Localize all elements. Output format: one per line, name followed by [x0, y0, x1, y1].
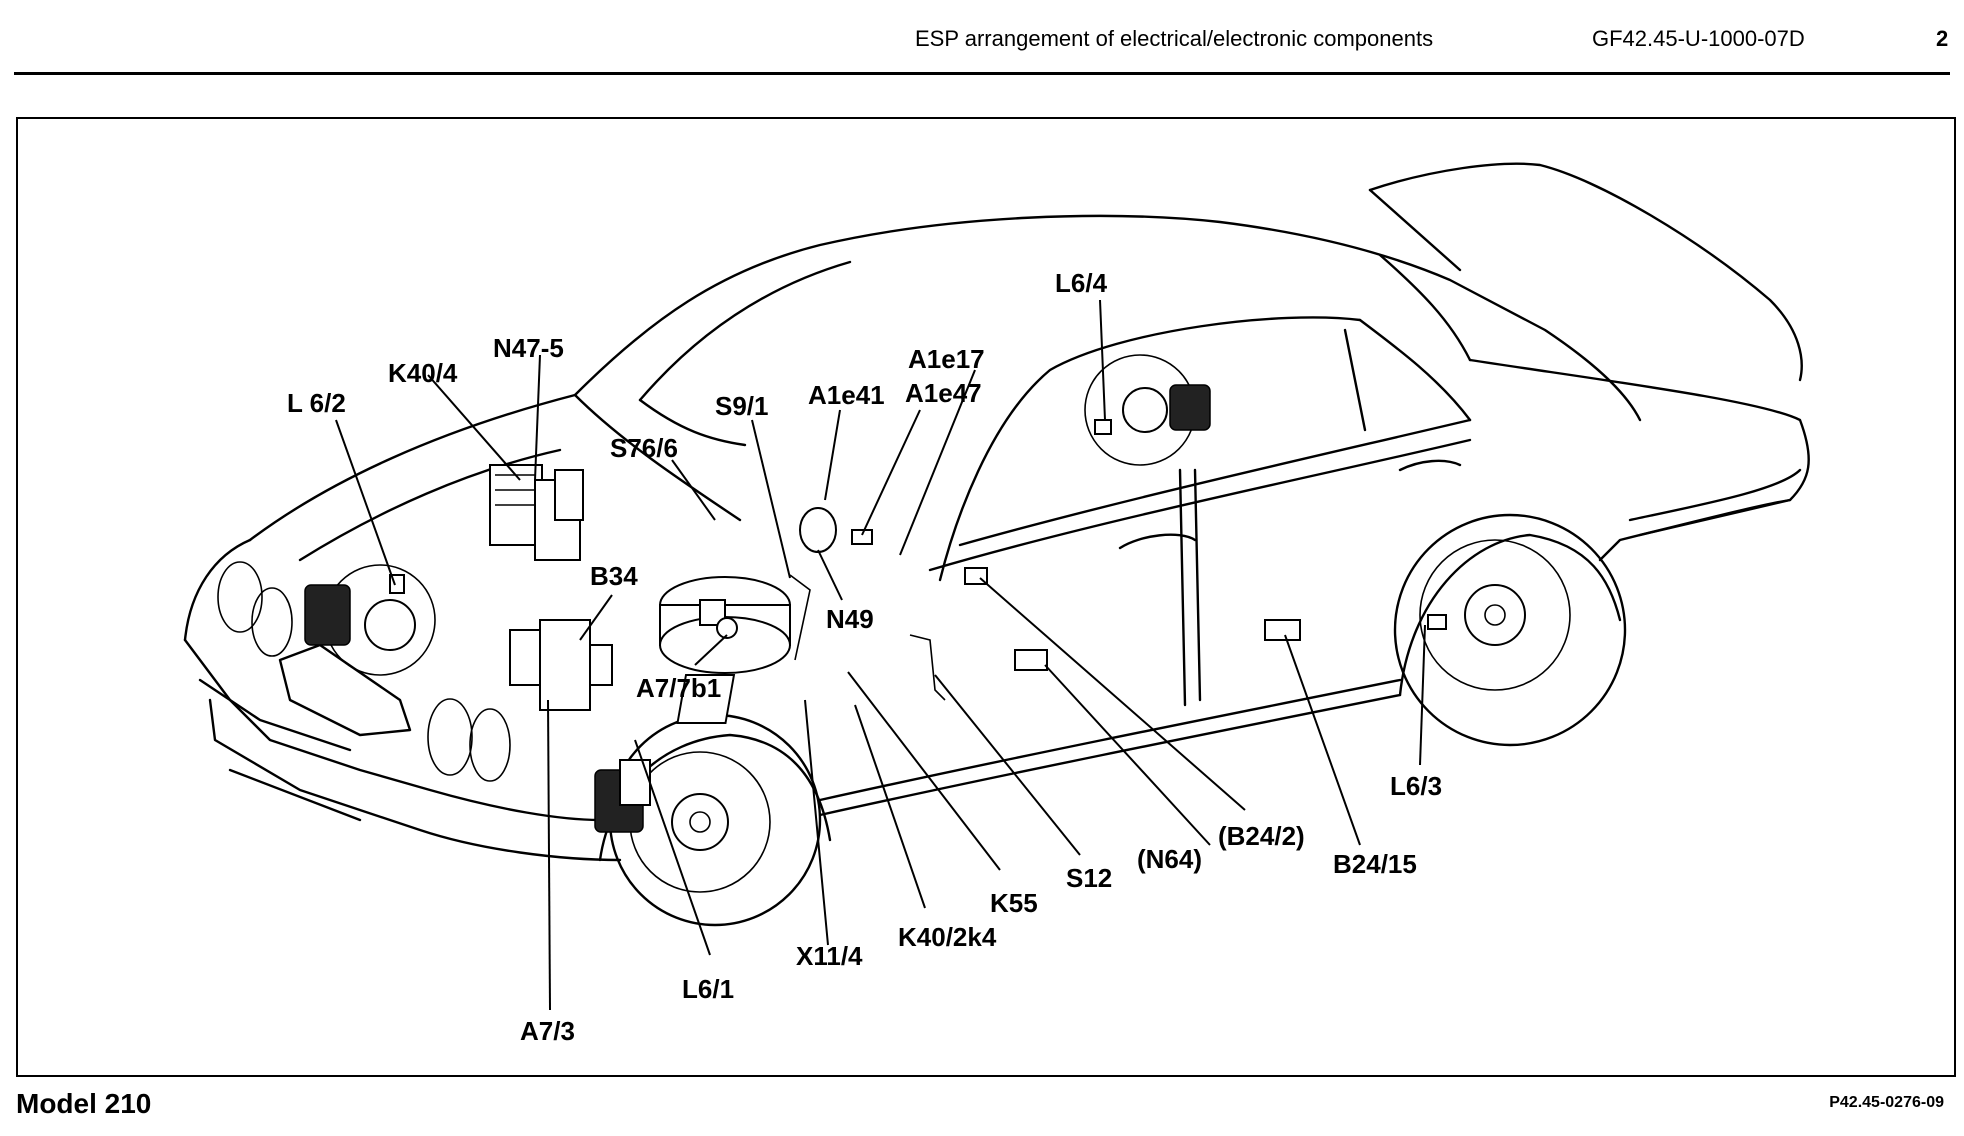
header-title: ESP arrangement of electrical/electronic… — [915, 26, 1434, 51]
hydraulic-unit — [509, 619, 613, 711]
rear-wheel-brake — [1393, 513, 1627, 747]
label-s76-6: S76/6 — [610, 433, 678, 463]
label-a1e17: A1e17 — [908, 344, 985, 374]
header-page-number: 2 — [1936, 26, 1949, 51]
label-s9-1: S9/1 — [715, 391, 769, 421]
label-s12: S12 — [1066, 863, 1112, 893]
leader-lines — [335, 299, 1426, 1011]
label-l6-4: L6/4 — [1055, 268, 1108, 298]
header-doc-number: GF42.45-U-1000-07D — [1592, 26, 1805, 51]
label-a7-3: A7/3 — [520, 1016, 575, 1046]
label-k40-4: K40/4 — [388, 358, 458, 388]
diagram-frame — [16, 117, 1956, 1077]
label-a1e41: A1e41 — [808, 380, 885, 410]
left-front-brake-disc — [304, 564, 436, 676]
label-k55: K55 — [990, 888, 1038, 918]
footer-model: Model 210 — [16, 1088, 152, 1119]
label-b34: B34 — [590, 561, 638, 591]
header-rule — [14, 72, 1950, 75]
relay-fuse-box — [489, 464, 584, 561]
label-l6-2: L 6/2 — [287, 388, 346, 418]
label-l6-1: L6/1 — [682, 974, 734, 1004]
rear-right-brake-disc — [1084, 354, 1211, 466]
label-a1e47: A1e47 — [905, 378, 982, 408]
label-k40-2k4: K40/2k4 — [898, 922, 997, 952]
label-n49: N49 — [826, 604, 874, 634]
footer-figure-id: P42.45-0276-09 — [1829, 1094, 1944, 1111]
label-b24-15: B24/15 — [1333, 849, 1417, 879]
label-n47-5: N47-5 — [493, 333, 564, 363]
control-unit-k40 — [676, 674, 736, 724]
label-n64: (N64) — [1137, 844, 1202, 874]
front-wheel-brake — [594, 713, 822, 927]
label-x11-4: X11/4 — [796, 941, 863, 971]
label-a7-7b1: A7/7b1 — [636, 673, 721, 703]
brake-booster — [659, 574, 811, 674]
small-components — [799, 507, 1301, 701]
label-b24-2: (B24/2) — [1218, 821, 1305, 851]
label-l6-3: L6/3 — [1390, 771, 1442, 801]
car-body-outline — [183, 162, 1810, 862]
